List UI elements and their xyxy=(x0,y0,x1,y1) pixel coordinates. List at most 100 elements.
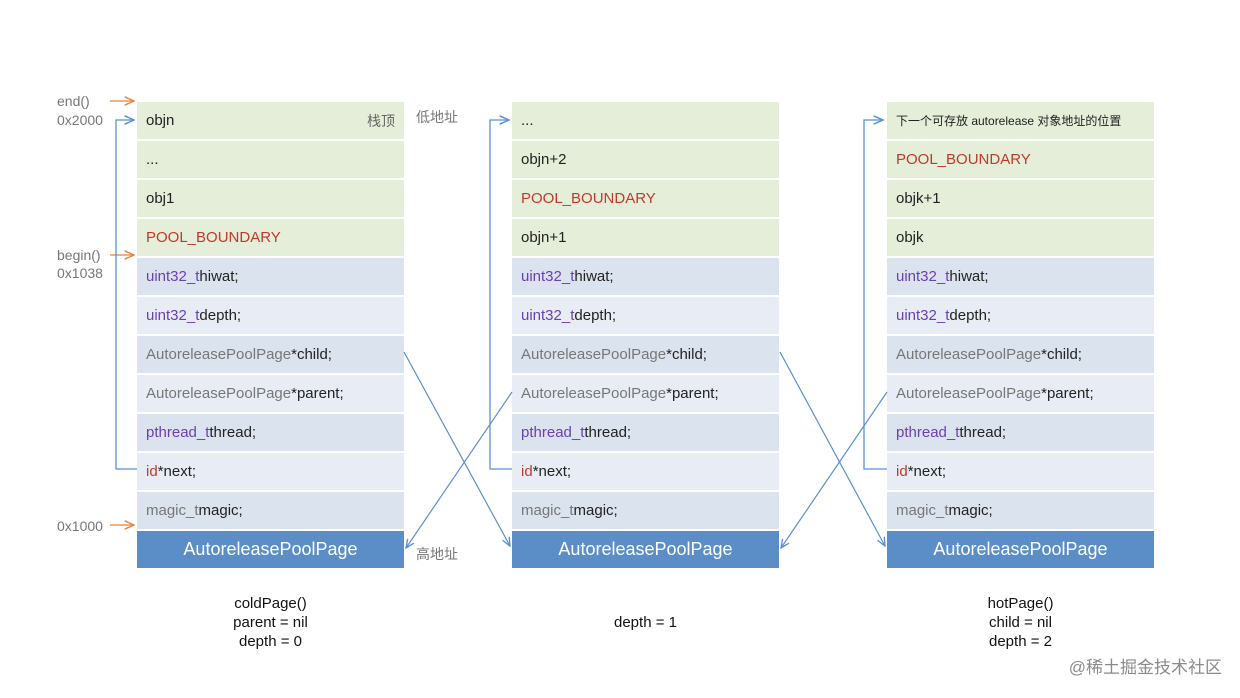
page-object-cell: objk xyxy=(887,219,1154,256)
page-object-cell: objn 栈顶 xyxy=(137,102,404,139)
address-2000-label: 0x2000 xyxy=(57,112,103,128)
field-hiwat: uint32_t hiwat; xyxy=(887,258,1154,295)
address-1038-label: 0x1038 xyxy=(57,265,103,281)
field-name: depth; xyxy=(199,307,242,324)
page-object-cell: objn+2 xyxy=(512,141,779,178)
field-type: uint32_t xyxy=(521,268,575,285)
middle-page-column: ... objn+2 POOL_BOUNDARY objn+1 uint32_t… xyxy=(512,102,779,568)
field-type: AutoreleasePoolPage xyxy=(521,346,667,363)
page-header: AutoreleasePoolPage xyxy=(887,531,1154,568)
next-pointer-arrow xyxy=(489,120,512,470)
low-address-label: 低地址 xyxy=(416,109,458,125)
page-object-cell: ... xyxy=(512,102,779,139)
page-object-cell: objk+1 xyxy=(887,180,1154,217)
field-name: hiwat; xyxy=(574,268,614,285)
field-child: AutoreleasePoolPage *child; xyxy=(887,336,1154,373)
field-magic: magic_t magic; xyxy=(887,492,1154,529)
object-label: ... xyxy=(521,112,534,129)
field-thread: pthread_t thread; xyxy=(512,414,779,451)
field-name: thread; xyxy=(209,424,257,441)
watermark: @稀土掘金技术社区 xyxy=(1068,658,1222,677)
field-depth: uint32_t depth; xyxy=(512,297,779,334)
field-parent: AutoreleasePoolPage *parent; xyxy=(887,375,1154,412)
field-thread: pthread_t thread; xyxy=(887,414,1154,451)
pool-boundary-cell: POOL_BOUNDARY xyxy=(887,141,1154,178)
end-label: end() xyxy=(57,93,90,109)
high-address-label: 高地址 xyxy=(416,546,458,562)
hot-page-column: 下一个可存放 autorelease 对象地址的位置 POOL_BOUNDARY… xyxy=(887,102,1154,568)
field-name: thread; xyxy=(584,424,632,441)
middle-page-caption: depth = 1 xyxy=(512,613,779,632)
child-pointer-arrow xyxy=(779,351,885,546)
field-name: *parent; xyxy=(666,385,719,402)
field-name: *next; xyxy=(532,463,572,480)
child-pointer-arrow xyxy=(403,351,510,546)
field-type: AutoreleasePoolPage xyxy=(146,346,292,363)
pool-boundary-label: POOL_BOUNDARY xyxy=(521,190,656,207)
field-type: uint32_t xyxy=(521,307,575,324)
page-header: AutoreleasePoolPage xyxy=(512,531,779,568)
address-1000-label: 0x1000 xyxy=(57,518,103,534)
page-object-cell: obj1 xyxy=(137,180,404,217)
field-name: thread; xyxy=(959,424,1007,441)
cold-page-caption: coldPage() parent = nil depth = 0 xyxy=(137,594,404,651)
object-label: obj1 xyxy=(146,190,175,207)
field-hiwat: uint32_t hiwat; xyxy=(512,258,779,295)
field-name: *child; xyxy=(666,346,707,363)
parent-pointer-arrow xyxy=(781,391,888,548)
field-type: uint32_t xyxy=(896,268,950,285)
caption-line: depth = 0 xyxy=(239,633,302,650)
field-type: AutoreleasePoolPage xyxy=(896,346,1042,363)
field-type: id xyxy=(146,463,158,480)
pool-boundary-cell: POOL_BOUNDARY xyxy=(137,219,404,256)
field-type: magic_t xyxy=(521,502,574,519)
object-label: 下一个可存放 autorelease 对象地址的位置 xyxy=(896,114,1122,128)
field-type: pthread_t xyxy=(896,424,960,441)
field-depth: uint32_t depth; xyxy=(137,297,404,334)
field-depth: uint32_t depth; xyxy=(887,297,1154,334)
field-type: magic_t xyxy=(896,502,949,519)
field-type: AutoreleasePoolPage xyxy=(521,385,667,402)
pool-boundary-cell: POOL_BOUNDARY xyxy=(512,180,779,217)
field-type: AutoreleasePoolPage xyxy=(146,385,292,402)
field-name: *child; xyxy=(291,346,332,363)
field-name: *next; xyxy=(907,463,947,480)
field-magic: magic_t magic; xyxy=(512,492,779,529)
object-label: ... xyxy=(146,151,159,168)
field-name: depth; xyxy=(574,307,617,324)
field-name: magic; xyxy=(948,502,993,519)
caption-line: coldPage() xyxy=(234,595,307,612)
field-name: *child; xyxy=(1041,346,1082,363)
parent-pointer-arrow xyxy=(406,391,513,548)
page-object-cell: ... xyxy=(137,141,404,178)
field-name: hiwat; xyxy=(949,268,989,285)
field-type: magic_t xyxy=(146,502,199,519)
object-label: objn+2 xyxy=(521,151,567,168)
field-type: AutoreleasePoolPage xyxy=(896,385,1042,402)
field-hiwat: uint32_t hiwat; xyxy=(137,258,404,295)
field-parent: AutoreleasePoolPage *parent; xyxy=(137,375,404,412)
page-header: AutoreleasePoolPage xyxy=(137,531,404,568)
field-type: uint32_t xyxy=(146,307,200,324)
page-object-cell: 下一个可存放 autorelease 对象地址的位置 xyxy=(887,102,1154,139)
object-label: objn xyxy=(146,112,175,129)
object-label: objk+1 xyxy=(896,190,941,207)
field-type: pthread_t xyxy=(146,424,210,441)
field-type: pthread_t xyxy=(521,424,585,441)
field-name: *parent; xyxy=(291,385,344,402)
pool-boundary-label: POOL_BOUNDARY xyxy=(896,151,1031,168)
field-name: *next; xyxy=(157,463,197,480)
caption-line: depth = 1 xyxy=(614,614,677,631)
begin-label: begin() xyxy=(57,247,101,263)
field-name: *parent; xyxy=(1041,385,1094,402)
next-pointer-arrow xyxy=(115,120,137,470)
field-type: id xyxy=(896,463,908,480)
field-type: uint32_t xyxy=(896,307,950,324)
field-next: id *next; xyxy=(137,453,404,490)
field-next: id *next; xyxy=(887,453,1154,490)
object-label: objn+1 xyxy=(521,229,567,246)
object-label: objk xyxy=(896,229,924,246)
caption-line: depth = 2 xyxy=(989,633,1052,650)
field-name: hiwat; xyxy=(199,268,239,285)
field-name: magic; xyxy=(198,502,243,519)
